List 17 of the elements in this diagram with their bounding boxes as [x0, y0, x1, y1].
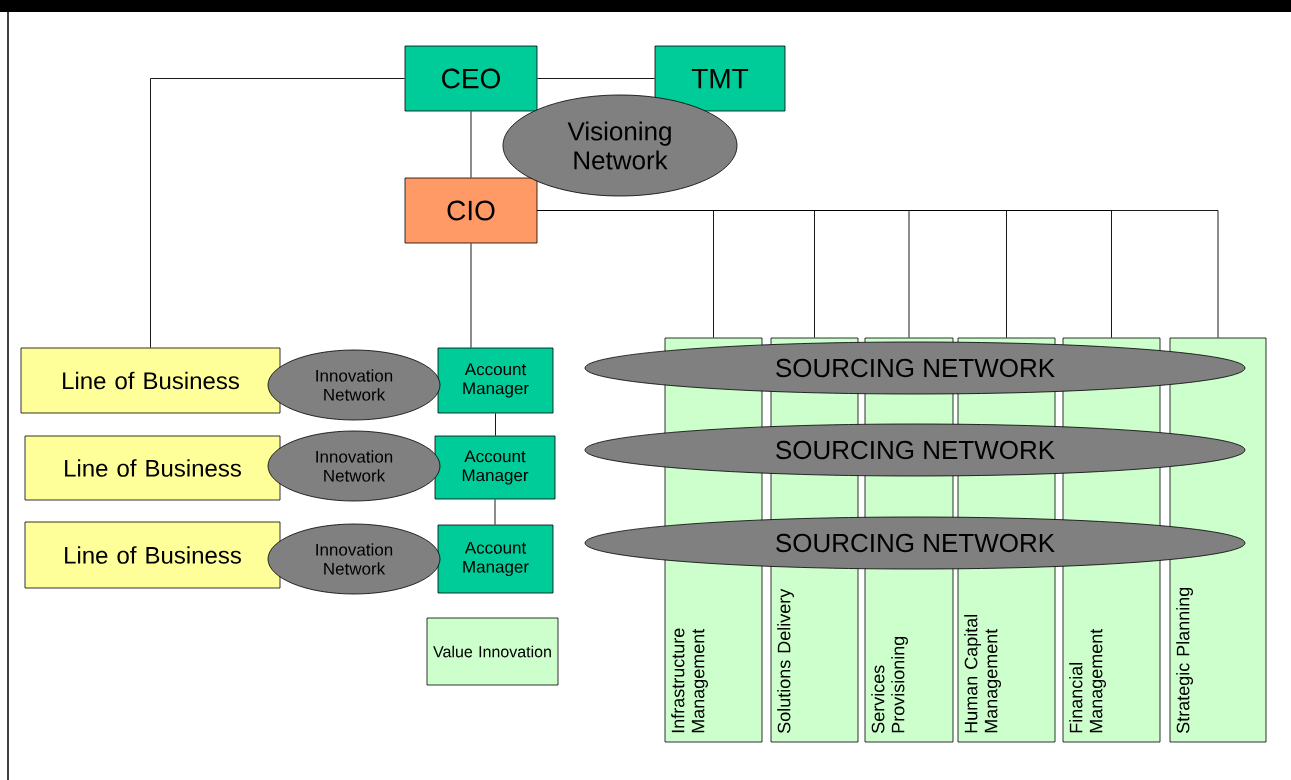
connector-line	[536, 210, 1219, 339]
connector-line	[494, 498, 496, 526]
org-box: Value Innovation	[426, 617, 559, 686]
org-box: Account Manager	[437, 524, 554, 594]
org-box: Account Manager	[437, 347, 554, 414]
connector-line	[495, 412, 496, 437]
org-box: TMT	[654, 45, 786, 112]
org-box: Line of Business	[24, 521, 281, 589]
org-box: Line of Business	[24, 435, 281, 501]
org-box: CEO	[404, 45, 538, 112]
connector-line	[536, 78, 656, 79]
connector-line	[470, 242, 472, 349]
connector-line	[150, 78, 406, 349]
org-box: Line of Business	[20, 347, 281, 414]
connector-line	[470, 110, 472, 179]
org-box: CIO	[404, 177, 538, 244]
org-box: Account Manager	[434, 435, 556, 500]
